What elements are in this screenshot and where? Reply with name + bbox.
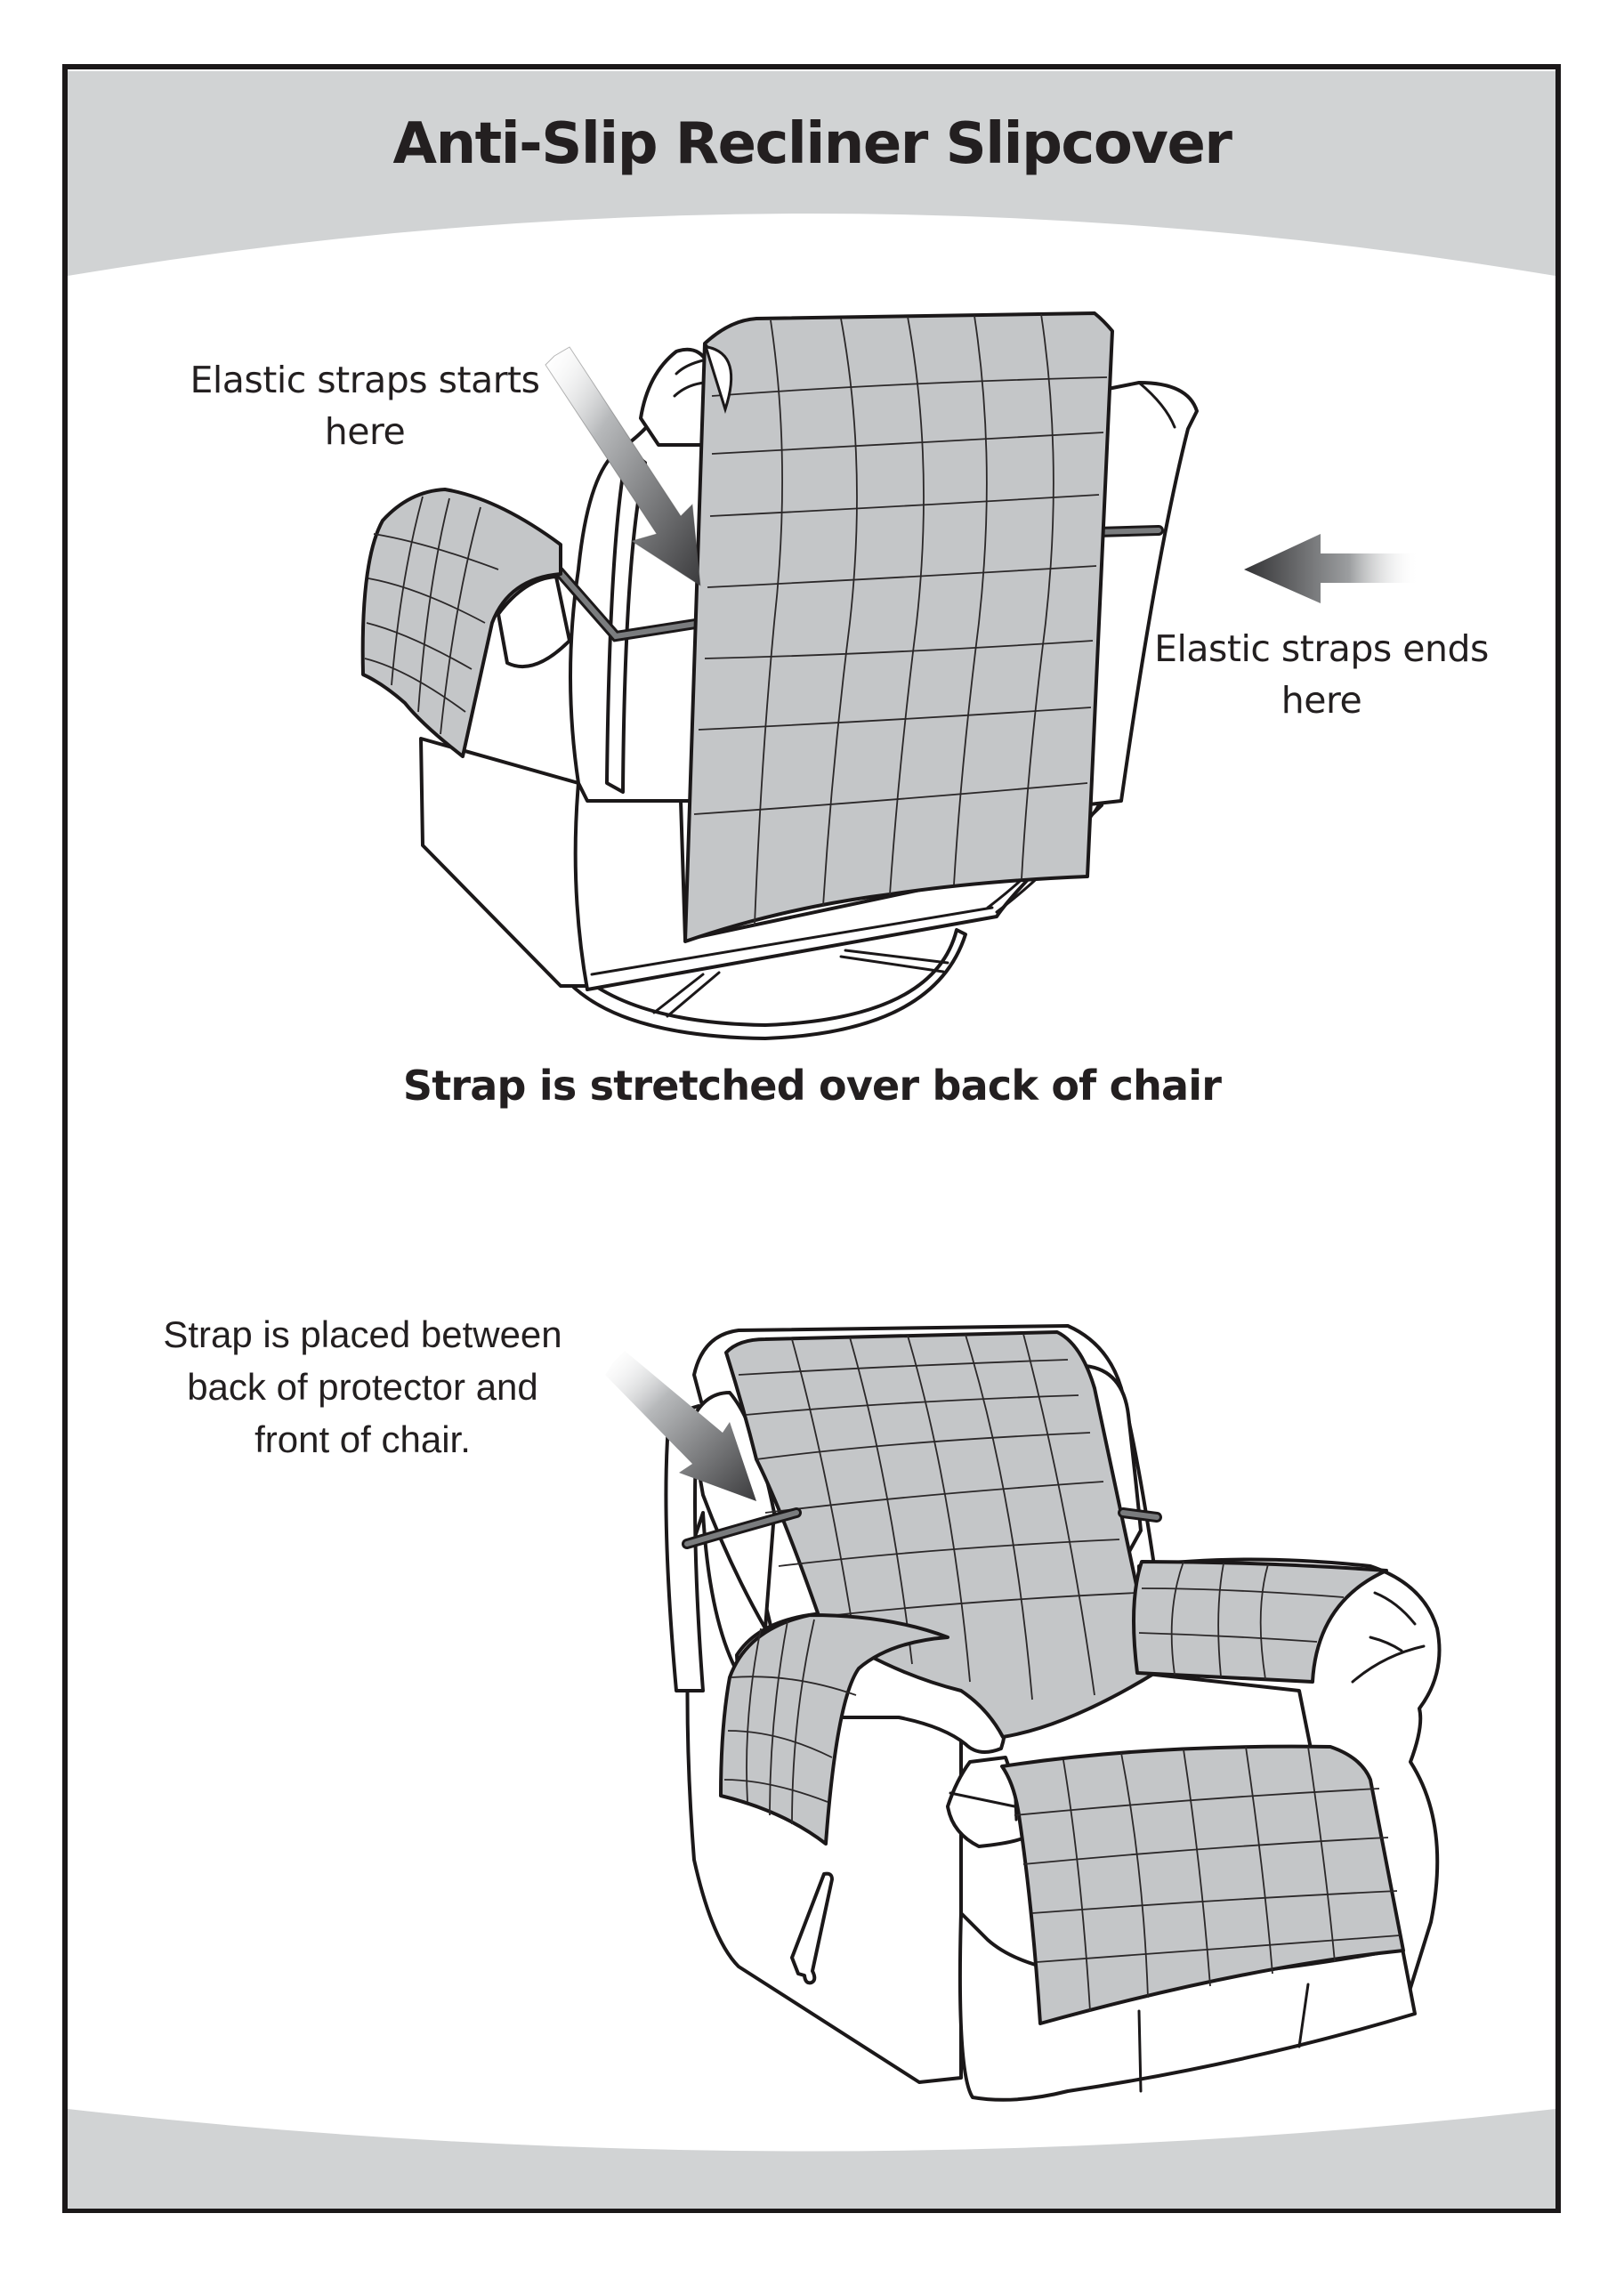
footer-band	[68, 2109, 1555, 2209]
page-title: Anti-Slip Recliner Slipcover	[392, 111, 1232, 177]
label-line: front of chair.	[255, 1418, 471, 1460]
elastic-end-label: Elastic straps ends here	[1139, 623, 1504, 726]
label-line: back of protector and	[187, 1366, 538, 1408]
header-band	[68, 71, 1555, 276]
arrow-left-icon	[1244, 534, 1419, 603]
recliner-back-view-illustration	[360, 311, 1419, 1040]
figure-1-caption: Strap is stretched over back of chair	[402, 1062, 1222, 1110]
arrow-down-right-icon	[605, 1351, 756, 1501]
label-line: Strap is placed between	[163, 1313, 562, 1355]
label-line: here	[1281, 679, 1362, 722]
arrow-down-right-icon	[545, 346, 701, 586]
strap-placement-label: Strap is placed between back of protecto…	[133, 1308, 592, 1466]
recliner-front-view-illustration	[605, 1324, 1442, 2102]
label-line: Elastic straps starts	[190, 359, 540, 401]
elastic-start-label: Elastic straps starts here	[178, 354, 552, 457]
label-line: Elastic straps ends	[1154, 627, 1489, 670]
label-line: here	[324, 410, 406, 453]
